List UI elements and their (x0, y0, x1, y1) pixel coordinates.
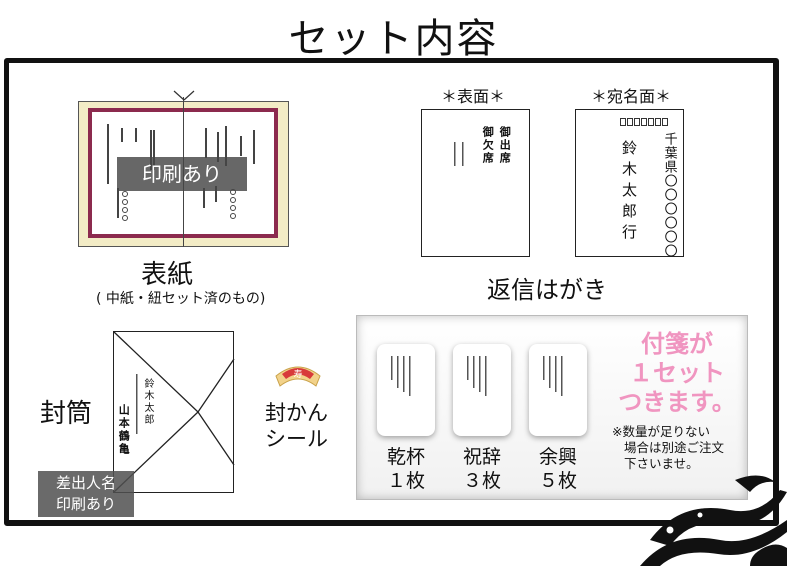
cover-note: ( 中紙・紐セット済のもの) (96, 291, 266, 307)
cover-label: 表紙 (141, 260, 194, 290)
sticky-note-card (529, 344, 587, 436)
highlight-line3: つきます。 (618, 388, 736, 416)
envelope-recipient: 鈴木太郎 (142, 378, 153, 426)
sender-badge-line2: 印刷あり (55, 495, 116, 513)
front-side-label: ＊表面＊ (441, 87, 506, 106)
highlight-line1: 付箋が (641, 330, 713, 358)
note-item-name: 乾杯 (386, 446, 425, 468)
seal-label-line1: 封かん (265, 401, 328, 425)
note-item-count: ３枚 (462, 470, 501, 492)
envelope-image (113, 331, 234, 493)
disclaimer-line3: 下さいませ。 (624, 456, 699, 471)
page-title: セット内容 (288, 16, 499, 62)
envelope-address-text (136, 374, 138, 434)
reply-postcard-label: 返信はがき (487, 276, 607, 304)
content-frame (4, 58, 779, 526)
note-item-count: ５枚 (538, 470, 577, 492)
note-item-count: １枚 (386, 470, 425, 492)
note-item-name: 余興 (538, 446, 577, 468)
sticky-note-card (453, 344, 511, 436)
ribbon-icon (173, 90, 195, 101)
sticky-note-label-speech: 祝辞 ３枚 (442, 445, 522, 493)
seal-label-line2: シール (265, 427, 328, 451)
disclaimer-line1: ※数量が足りない (612, 424, 710, 439)
postcard-front (421, 109, 530, 257)
front-attend-text: 御出席 (498, 126, 512, 165)
sticky-note-text-decoration (391, 356, 563, 396)
sticky-note-card (377, 344, 435, 436)
envelope-label: 封筒 (40, 399, 93, 429)
disclaimer-line2: 場合は別途ご注文 (624, 440, 725, 455)
sticky-note-label-entertainment: 余興 ５枚 (518, 445, 598, 493)
zip-code-boxes (620, 118, 668, 126)
sender-badge-line1: 差出人名 (55, 474, 116, 492)
address-side-label: ＊宛名面＊ (591, 87, 672, 106)
cover-print-badge: 印刷あり (117, 157, 247, 191)
front-absent-text: 御欠席 (481, 126, 495, 165)
front-small-text (454, 142, 464, 166)
sticky-note-highlight: 付箋が １セット つきます。 (612, 330, 742, 417)
highlight-line2: １セット (629, 359, 725, 387)
seal-label: 封かん シール (265, 400, 328, 452)
swirl-ornament-icon (640, 475, 787, 566)
sender-print-badge: 差出人名 印刷あり (38, 471, 134, 517)
seal-sticker-icon: 寿 (275, 366, 321, 387)
cover-text-decoration (107, 124, 255, 221)
address-prefecture: 千葉県〇〇〇〇〇〇 (661, 132, 677, 258)
postcard-address-side (575, 109, 684, 257)
note-item-name: 祝辞 (462, 446, 501, 468)
envelope-sender: 山本鶴亀 (117, 404, 131, 456)
seal-kanji: 寿 (293, 368, 302, 380)
sticky-note-disclaimer: ※数量が足りない 場合は別途ご注文 下さいませ。 (612, 424, 724, 472)
sticky-note-label-toast: 乾杯 １枚 (366, 445, 446, 493)
address-name: 鈴木太郎行 (620, 140, 638, 245)
